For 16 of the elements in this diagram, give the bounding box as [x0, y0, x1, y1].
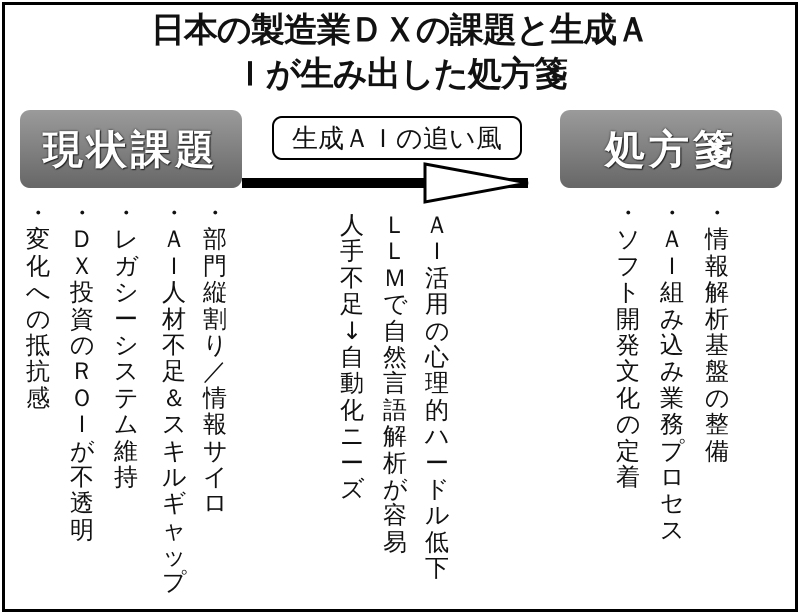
label-box: 生成ＡＩの追い風	[272, 116, 522, 160]
list-item: ・ＡＩ組み込み業務プロセス	[660, 200, 684, 544]
list-item: ・変化への抵抗感	[26, 200, 50, 412]
arrow	[242, 162, 530, 204]
category-box: 現状課題	[20, 110, 242, 188]
list-item: ・ソフト開発文化の定着	[616, 200, 640, 490]
list-item: ・ＤＸ投資のＲＯＩが不透明	[70, 200, 94, 544]
list-item: ＬＬＭで自然言語解析が容易	[383, 212, 407, 556]
list-item: ・ＡＩ人材不足＆スキルギャップ	[162, 200, 186, 596]
title: 日本の製造業ＤＸの課題と生成ＡＩが生み出した処方箋	[150, 9, 650, 96]
list-item: ・レガシーシステム維持	[114, 200, 138, 490]
category-box: 処方箋	[560, 110, 782, 188]
list-item: ・部門縦割り／情報サイロ	[203, 200, 227, 517]
list-item: 人手不足↓自動化ニーズ	[340, 212, 364, 502]
list-item: ＡＩ活用の心理的ハードル低下	[425, 212, 449, 582]
list-item: ・情報解析基盤の整備	[705, 200, 729, 464]
